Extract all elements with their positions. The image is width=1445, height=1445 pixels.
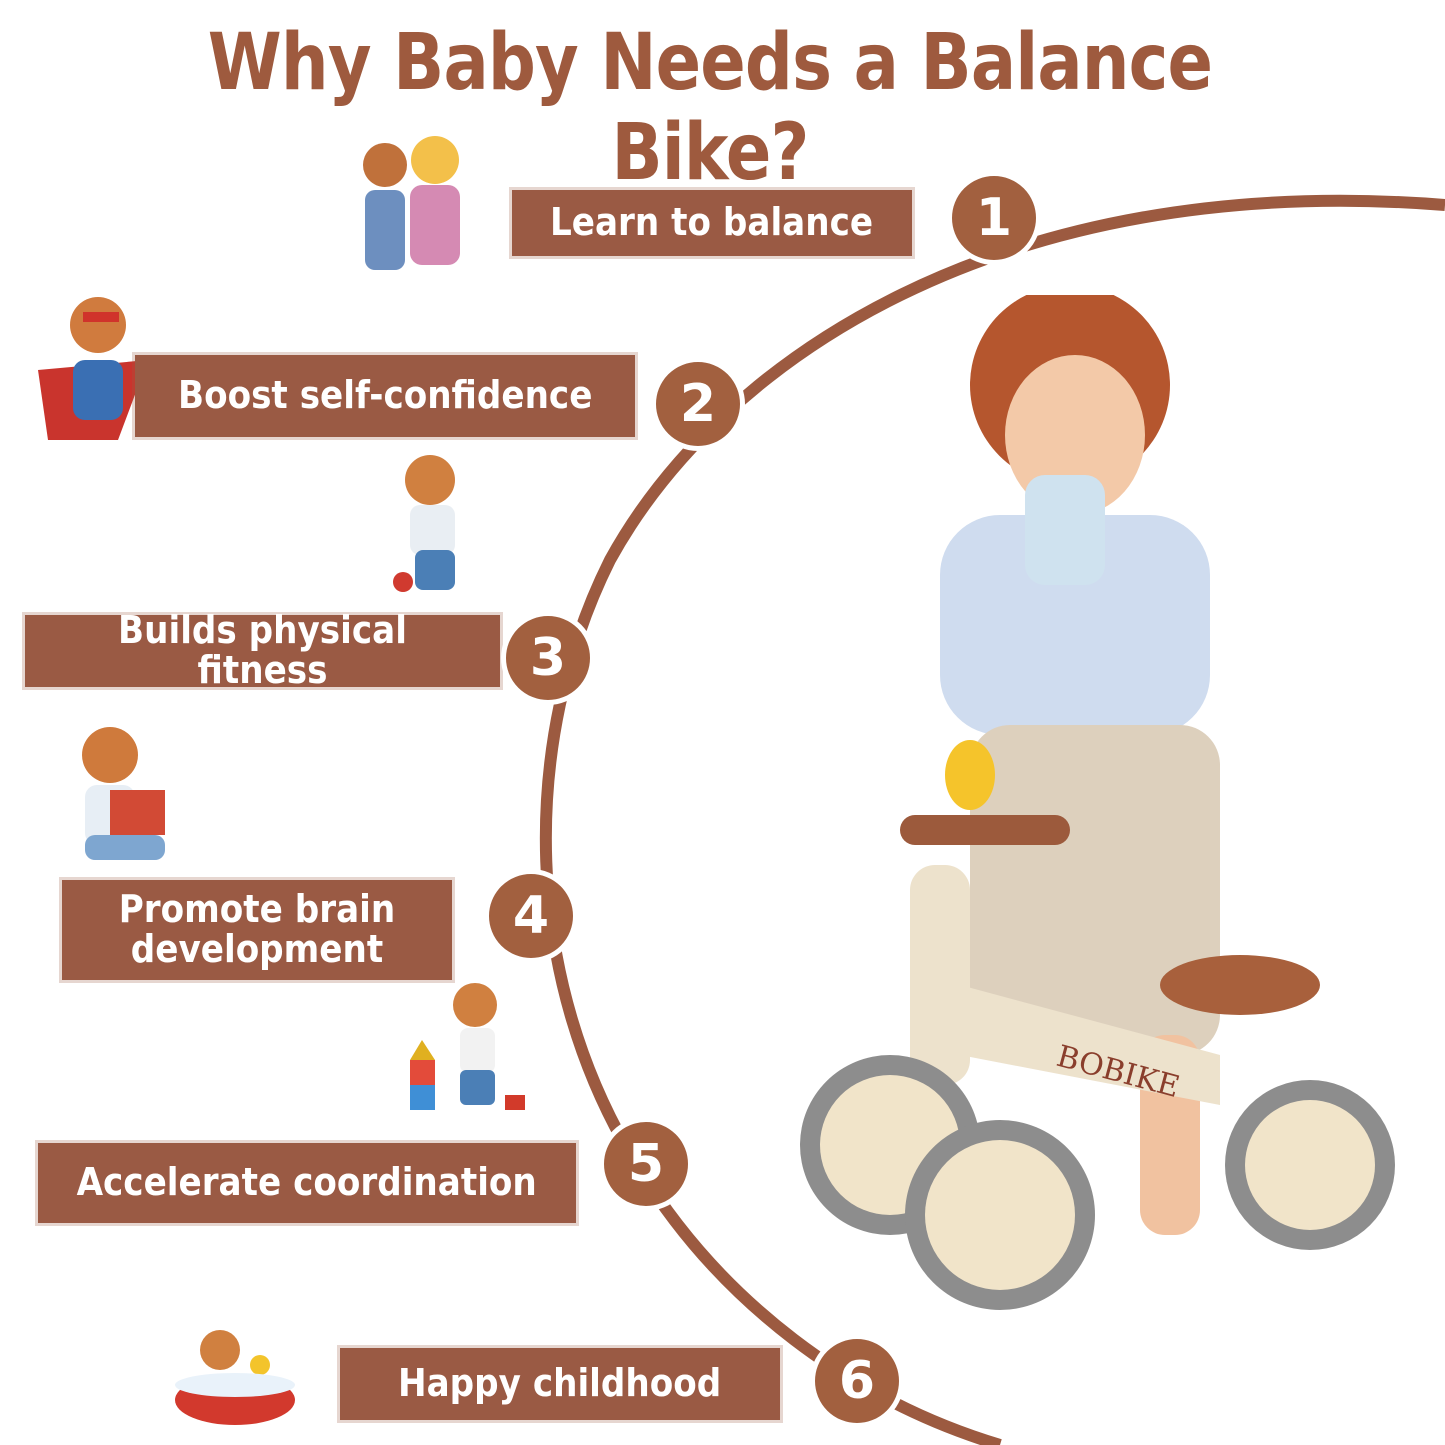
illustration-superhero-child [28, 290, 158, 450]
step-number-3: 3 [502, 612, 594, 704]
benefit-label-2: Boost self-confidence [135, 355, 635, 437]
illustration-child-stacking-blocks [400, 980, 540, 1120]
benefit-text: Learn to balance [550, 200, 874, 245]
benefit-text: Accelerate coordination [76, 1160, 538, 1205]
step-number-1: 1 [948, 172, 1040, 264]
illustration-child-in-bathtub [165, 1320, 305, 1430]
benefit-text: Promote brain development [118, 887, 396, 971]
benefit-label-6: Happy childhood [340, 1348, 780, 1420]
benefit-text: Happy childhood [398, 1361, 722, 1406]
step-number-6: 6 [811, 1335, 903, 1427]
step-number-5: 5 [600, 1118, 692, 1210]
product-photo: BOBIKE [800, 285, 1400, 1325]
illustration-child-playing-ball [385, 450, 485, 600]
illustration-parent-hugging-child [350, 135, 470, 275]
step-number-4: 4 [485, 870, 577, 962]
benefit-text: Boost self-confidence [177, 373, 593, 418]
benefit-label-1: Learn to balance [512, 190, 912, 256]
benefit-label-5: Accelerate coordination [38, 1143, 576, 1223]
step-number-2: 2 [652, 358, 744, 450]
benefit-label-4: Promote brain development [62, 880, 452, 980]
page-title: Why Baby Needs a Balance Bike? [207, 18, 1213, 198]
benefit-label-3: Builds physical fitness [25, 610, 500, 690]
benefit-text: Builds physical fitness [118, 608, 407, 692]
illustration-child-reading-book [65, 720, 185, 870]
